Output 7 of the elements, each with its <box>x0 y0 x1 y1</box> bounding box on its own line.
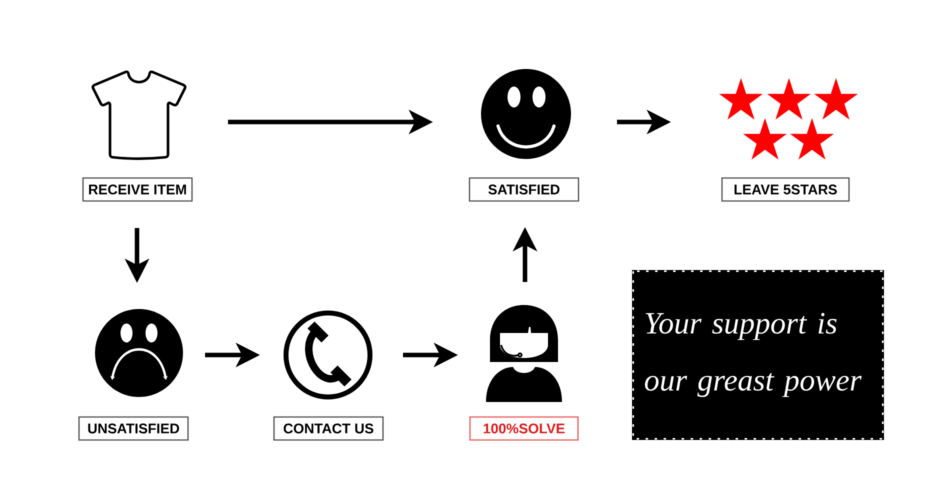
step-label: RECEIVE ITEM <box>82 177 193 202</box>
step-label: 100%SOLVE <box>469 416 579 441</box>
step-label: UNSATISFIED <box>78 416 189 441</box>
quote-card: Your support is our greast power <box>632 270 884 440</box>
step-label: CONTACT US <box>273 416 384 441</box>
step-label: LEAVE 5STARS <box>721 177 850 202</box>
step-label: SATISFIED <box>468 177 580 202</box>
